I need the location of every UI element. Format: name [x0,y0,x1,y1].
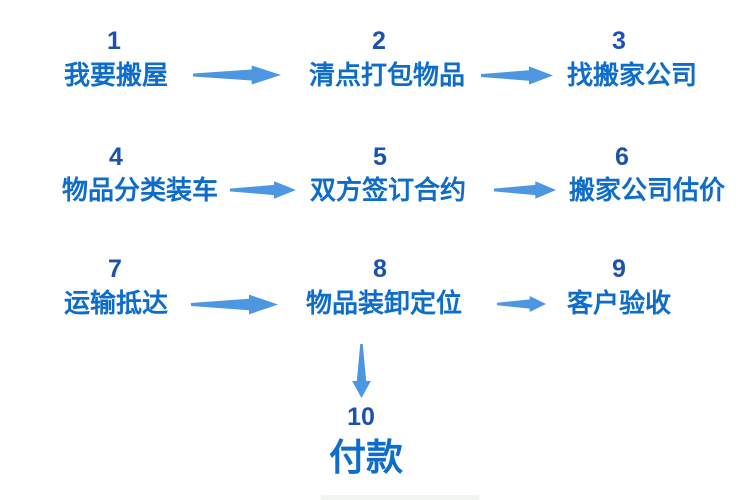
step-label-2: 清点打包物品 [309,60,466,90]
step-number-8: 8 [373,255,387,283]
step-label-6: 搬家公司估价 [569,175,726,205]
step-number-4: 4 [109,143,123,171]
step-label-4: 物品分类装车 [62,175,219,205]
arrow-right-icon [230,181,296,199]
arrow-right-icon [193,65,281,85]
step-number-7: 7 [108,255,122,283]
arrow-right-icon [191,294,278,315]
step-label-1: 我要搬屋 [64,60,169,90]
step-number-2: 2 [372,27,386,55]
step-label-3: 找搬家公司 [567,60,698,90]
step-label-5: 双方签订合约 [310,175,467,205]
step-label-10: 付款 [329,437,403,478]
step-number-1: 1 [107,27,121,55]
cropped-bottom-artifact [320,495,480,500]
arrow-right-icon [494,181,556,199]
step-number-6: 6 [615,143,629,171]
step-number-3: 3 [612,27,626,55]
arrow-down-icon [352,344,371,398]
step-number-5: 5 [373,143,387,171]
arrow-right-icon [481,66,553,85]
step-label-7: 运输抵达 [64,288,169,318]
step-number-10: 10 [347,403,375,431]
step-label-9: 客户验收 [567,288,672,318]
step-label-8: 物品装卸定位 [306,288,463,318]
arrow-right-icon [497,295,546,313]
step-number-9: 9 [612,255,626,283]
